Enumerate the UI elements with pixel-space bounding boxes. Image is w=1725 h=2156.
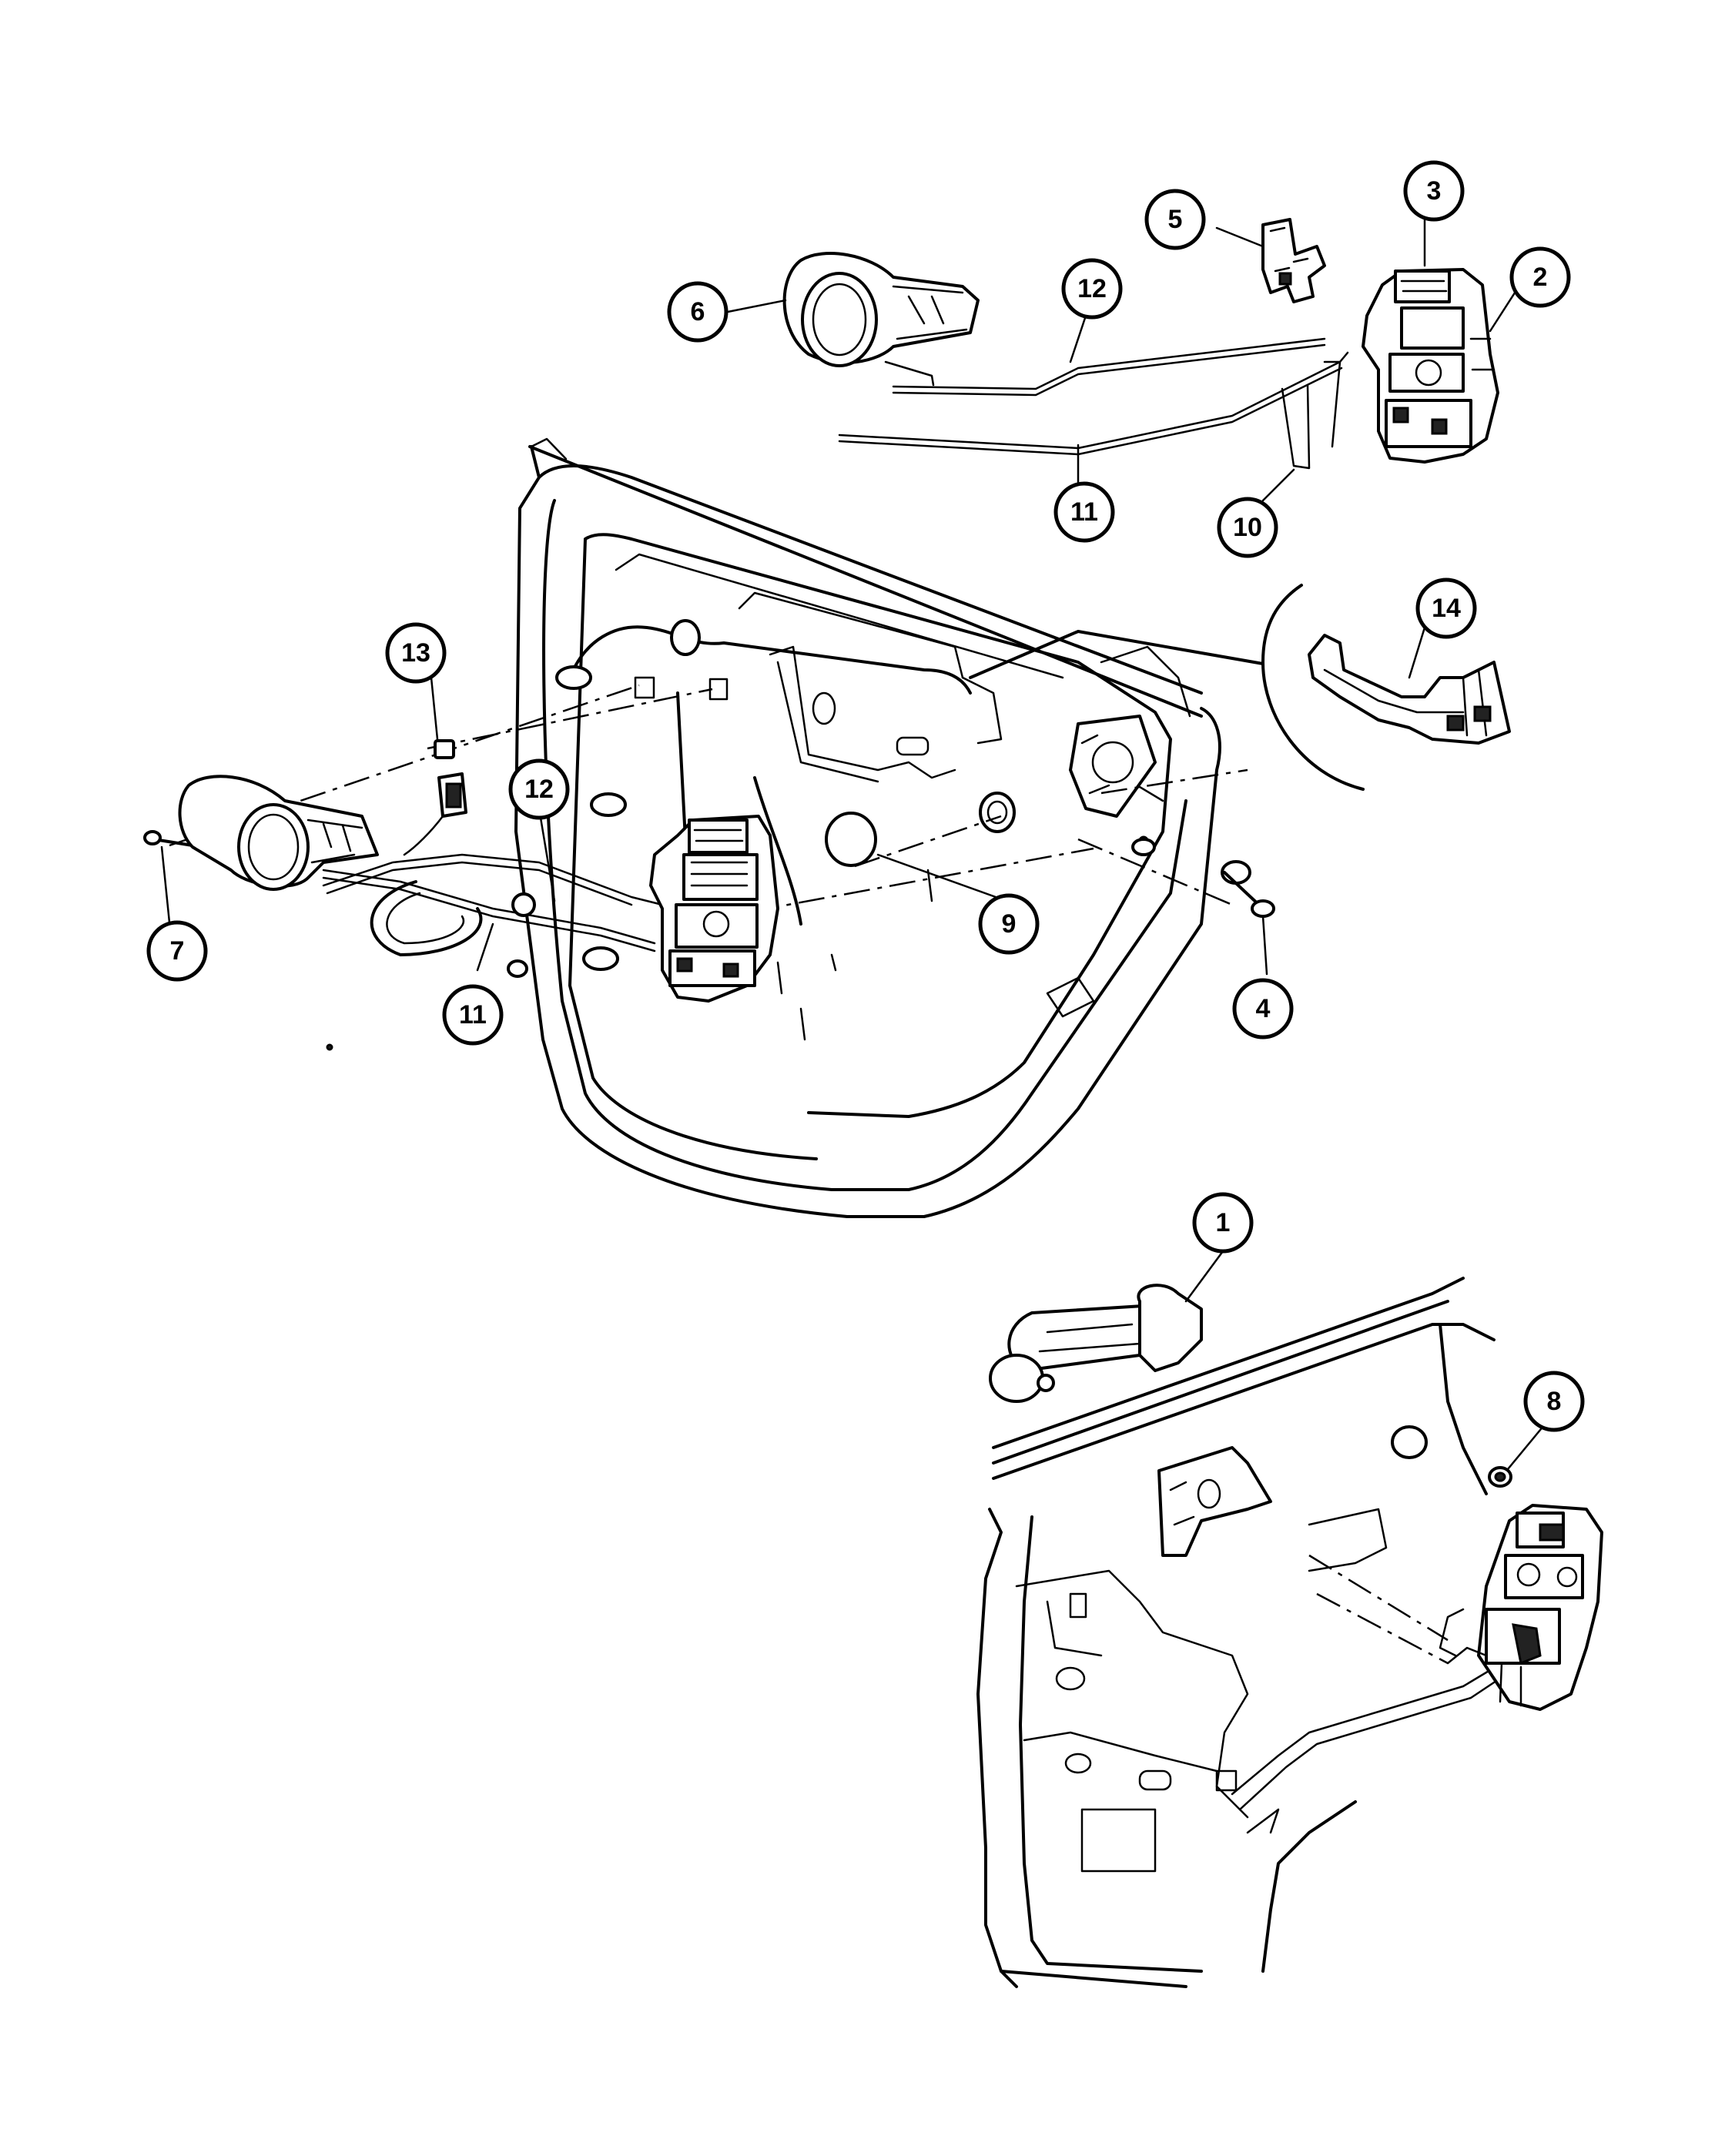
exterior-handle-front [989,1284,1203,1403]
callout-5-label: 5 [1168,205,1183,234]
callout-13-label: 13 [401,638,430,668]
callout-1: 1 [1192,1192,1254,1254]
callout-8-label: 8 [1547,1387,1562,1416]
callout-3: 3 [1403,160,1465,222]
callout-11-upper: 11 [1053,481,1115,543]
callout-10-label: 10 [1233,513,1262,542]
latch-assembly-lower [1439,1504,1603,1711]
callout-12-lower-label: 12 [524,775,554,804]
bracket-part-14 [1308,634,1511,745]
callout-14-label: 14 [1432,594,1461,623]
callout-7: 7 [146,920,208,982]
nut-part-8 [1488,1466,1512,1488]
plug-part [825,812,877,867]
callout-2-label: 2 [1533,263,1548,292]
interior-handle-assembly [178,772,664,978]
callout-3-label: 3 [1427,176,1442,206]
callout-12-upper-label: 12 [1077,274,1107,303]
detail-circle-arc [1261,584,1365,791]
callout-9: 9 [978,893,1040,955]
callout-9-label: 9 [1002,909,1017,939]
clip-part-13 [434,739,455,759]
callout-6: 6 [667,281,729,343]
callout-2: 2 [1509,246,1571,308]
callout-11-lower-label: 11 [459,1000,487,1029]
callout-13: 13 [385,622,447,684]
control-rod-12-upper [892,337,1326,390]
latch-assembly-upper [1362,268,1499,464]
control-rod-11-upper [838,351,1349,450]
door-shell-front [976,1277,1507,1988]
callout-12-lower: 12 [508,758,570,820]
callout-1-label: 1 [1216,1208,1231,1237]
callout-12-upper: 12 [1061,258,1123,320]
exterior-handle-part [782,252,980,387]
wiring-harness [568,625,972,695]
callout-11-lower: 11 [442,984,504,1046]
callout-8: 8 [1523,1371,1585,1432]
callout-4-label: 4 [1256,994,1271,1023]
callout-7-label: 7 [170,936,185,966]
callout-4: 4 [1232,978,1294,1040]
callout-11-upper-label: 11 [1070,497,1098,527]
screw-part-4 [1131,835,1275,918]
lock-clip-part [1261,218,1326,303]
callout-6-label: 6 [691,297,705,326]
latch-assembly-middle [649,815,779,1003]
callout-5: 5 [1144,189,1206,250]
control-rod-10 [1281,360,1341,470]
stray-dot [326,1043,333,1051]
screw-part-7 [143,830,194,847]
callout-10: 10 [1217,497,1278,558]
detail-leader-14 [969,630,1264,679]
callout-14: 14 [1415,578,1477,639]
